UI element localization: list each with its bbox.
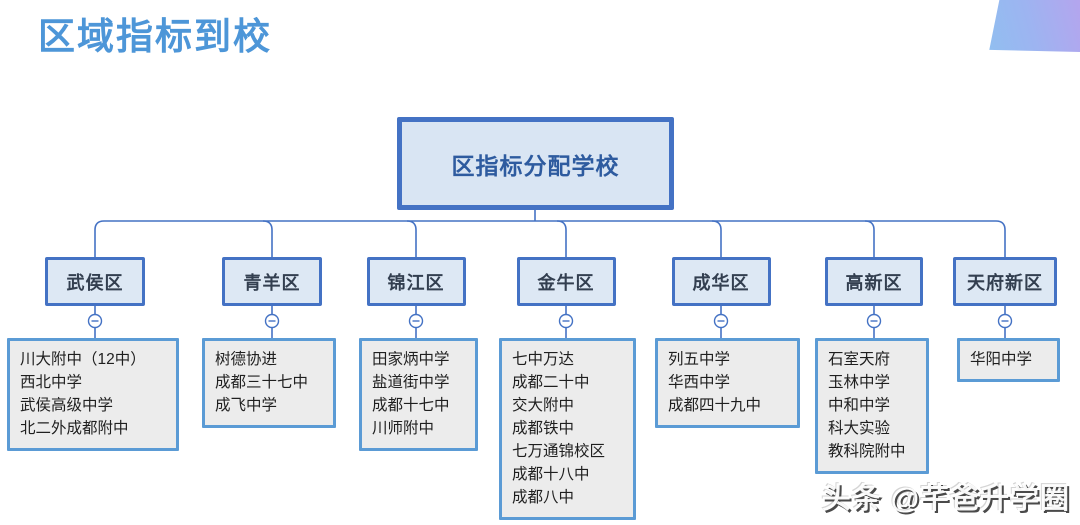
district-label: 高新区 <box>845 272 903 293</box>
corner-decoration <box>989 0 1080 52</box>
school-item: 玉林中学 <box>828 374 891 391</box>
school-item: 川师附中 <box>372 420 435 437</box>
school-item: 中和中学 <box>828 397 891 414</box>
school-list-5: 列五中学华西中学成都四十九中 <box>655 338 800 428</box>
root-node: 区指标分配学校 <box>397 117 674 210</box>
minus-icon[interactable] <box>997 313 1013 329</box>
school-item: 科大实验 <box>828 420 891 437</box>
school-list-3: 田家炳中学盐道街中学成都十七中川师附中 <box>359 338 478 451</box>
root-node-label: 区指标分配学校 <box>451 152 620 179</box>
district-node-6: 高新区 <box>825 257 923 306</box>
minus-icon[interactable] <box>408 313 424 329</box>
district-node-3: 锦江区 <box>366 257 466 306</box>
school-item: 成都十八中 <box>512 466 590 483</box>
district-label: 成华区 <box>692 272 750 293</box>
district-node-2: 青羊区 <box>222 257 322 306</box>
school-item: 西北中学 <box>20 374 83 391</box>
school-item: 成都四十九中 <box>668 397 762 414</box>
minus-icon[interactable] <box>264 313 280 329</box>
school-item: 石室天府 <box>828 351 891 368</box>
district-label: 青羊区 <box>243 272 301 293</box>
school-item: 成都铁中 <box>512 420 575 437</box>
school-list-7: 华阳中学 <box>957 338 1060 382</box>
school-item: 成都二十中 <box>512 374 590 391</box>
district-label: 锦江区 <box>387 272 445 293</box>
school-item: 成都三十七中 <box>215 374 309 391</box>
page-title: 区域指标到校 <box>38 16 272 57</box>
district-node-4: 金牛区 <box>516 257 616 306</box>
school-item: 成飞中学 <box>215 397 278 414</box>
school-list-4: 七中万达成都二十中交大附中成都铁中七万通锦校区成都十八中成都八中 <box>499 338 636 520</box>
school-item: 成都八中 <box>512 489 575 506</box>
district-label: 金牛区 <box>537 272 595 293</box>
district-label: 武侯区 <box>66 272 124 293</box>
school-item: 华阳中学 <box>970 351 1033 368</box>
district-node-7: 天府新区 <box>953 257 1057 306</box>
district-node-1: 武侯区 <box>45 257 145 306</box>
school-item: 川大附中（12中） <box>20 351 146 368</box>
minus-icon[interactable] <box>866 313 882 329</box>
school-item: 华西中学 <box>668 374 731 391</box>
minus-icon[interactable] <box>558 313 574 329</box>
school-item: 七中万达 <box>512 351 575 368</box>
minus-icon[interactable] <box>87 313 103 329</box>
school-item: 七万通锦校区 <box>512 443 606 460</box>
school-item: 列五中学 <box>668 351 731 368</box>
school-item: 树德协进 <box>215 351 278 368</box>
watermark: 头条 @芊爸升学圈 <box>821 483 1070 515</box>
school-item: 盐道街中学 <box>372 374 450 391</box>
school-item: 成都十七中 <box>372 397 450 414</box>
district-node-5: 成华区 <box>671 257 771 306</box>
minus-icon[interactable] <box>713 313 729 329</box>
school-item: 交大附中 <box>512 397 575 414</box>
school-list-1: 川大附中（12中） 西北中学武侯高级中学北二外成都附中 <box>7 338 179 451</box>
district-label: 天府新区 <box>967 272 1043 293</box>
school-item: 北二外成都附中 <box>20 420 129 437</box>
school-item: 教科院附中 <box>828 443 906 460</box>
school-list-6: 石室天府玉林中学中和中学科大实验教科院附中 <box>815 338 929 474</box>
school-item: 田家炳中学 <box>372 351 450 368</box>
school-item: 武侯高级中学 <box>20 397 114 414</box>
school-list-2: 树德协进成都三十七中成飞中学 <box>202 338 336 428</box>
